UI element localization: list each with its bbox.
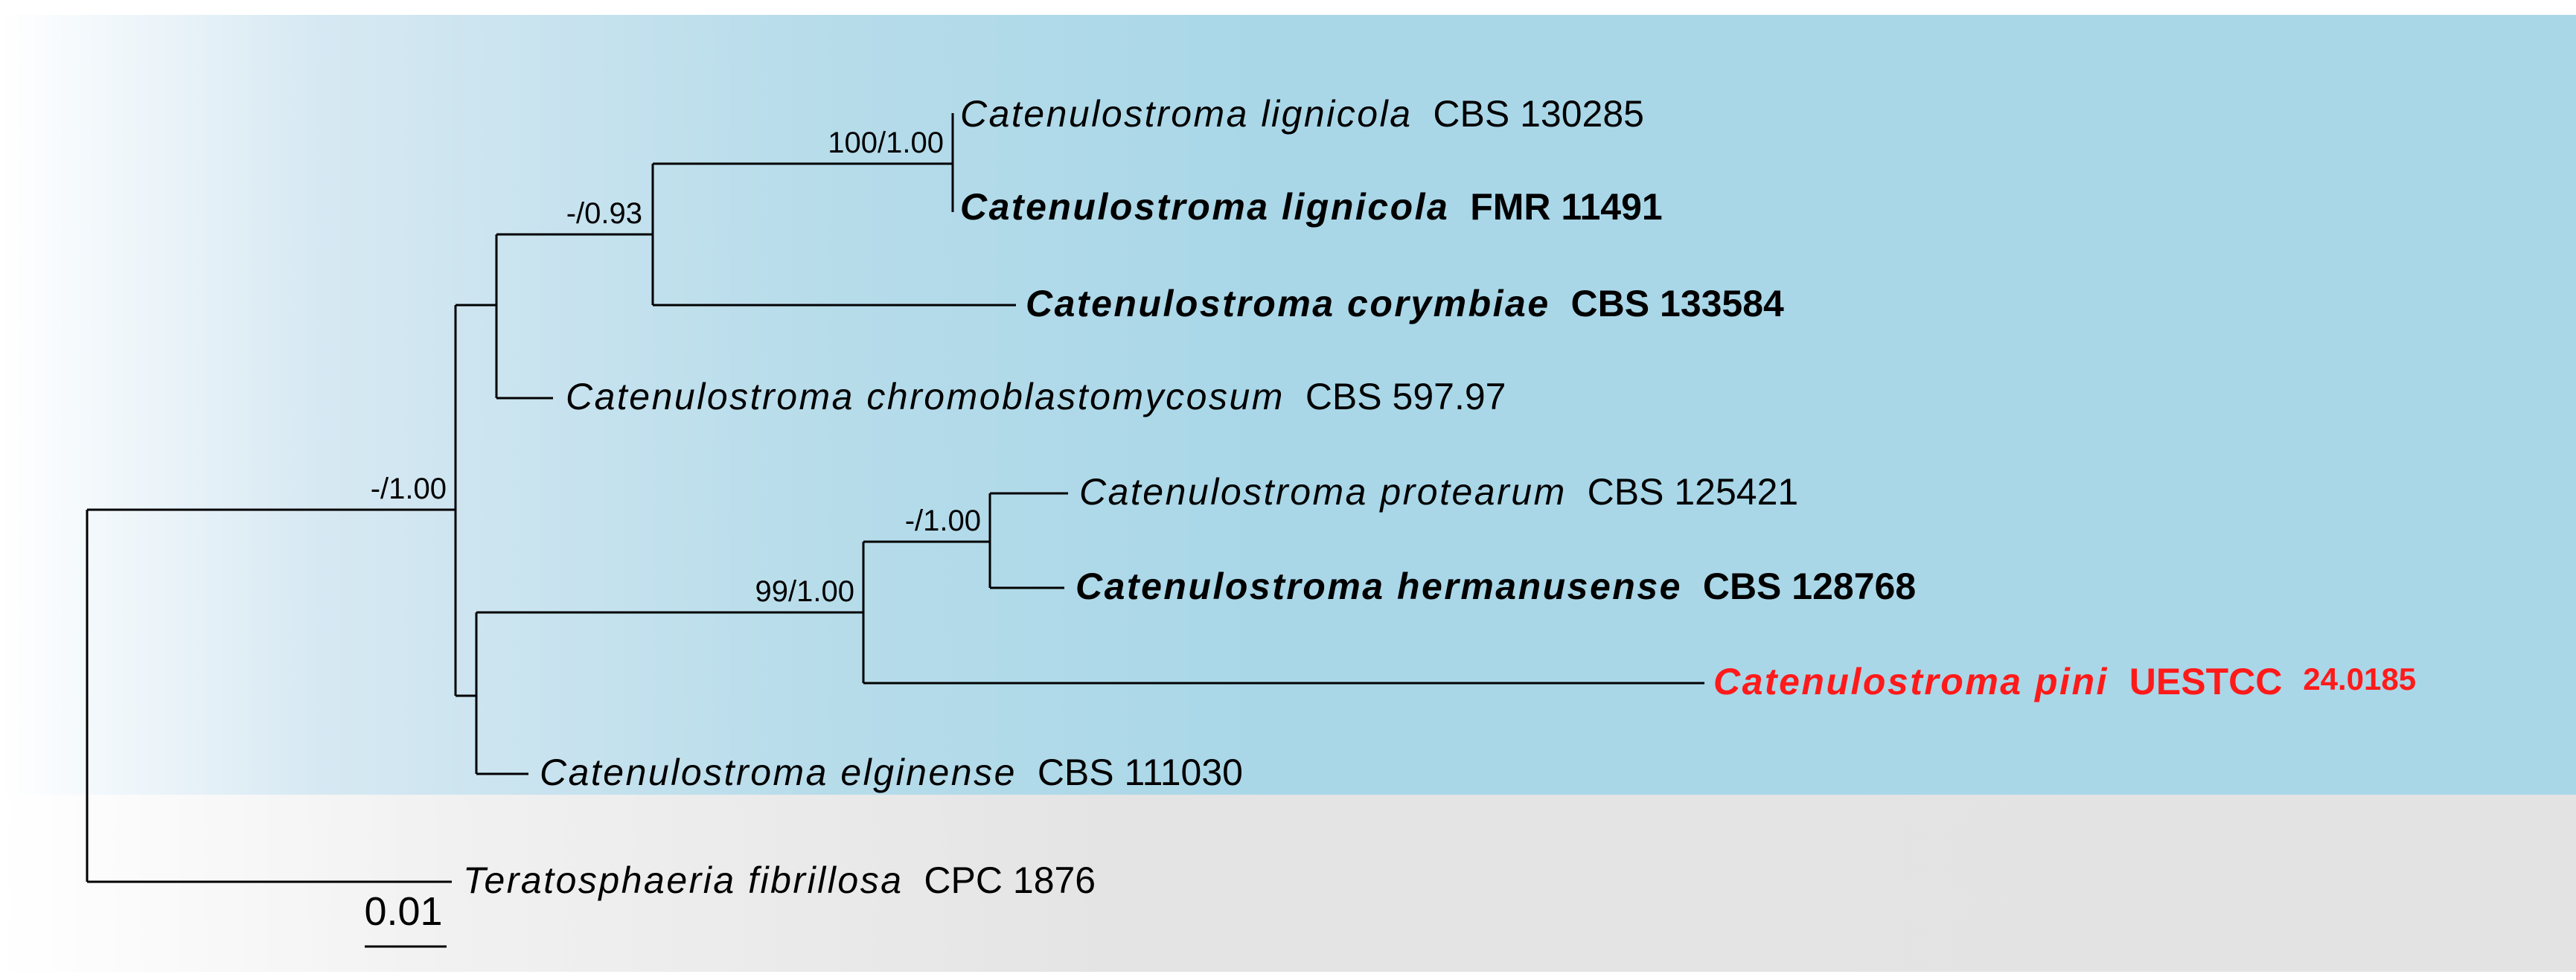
support-protearum-hermanusense: -/1.00	[905, 505, 981, 537]
outgroup-background	[0, 795, 2576, 972]
taxon-species-name: Catenulostroma elginense	[540, 752, 1017, 793]
taxon-label-chromoblastomycosum: Catenulostroma chromoblastomycosum CBS 5…	[566, 376, 1506, 417]
taxon-species-name: Catenulostroma chromoblastomycosum	[566, 376, 1285, 417]
taxon-label-hermanusense: Catenulostroma hermanusense CBS 128768	[1076, 566, 1916, 607]
taxon-strain: CBS 130285	[1433, 93, 1644, 135]
taxon-strain: CBS 128768	[1703, 566, 1916, 607]
taxon-species-name: Catenulostroma hermanusense	[1076, 566, 1682, 607]
taxon-label-lignicola-cbs: Catenulostroma lignicola CBS 130285	[960, 93, 1644, 135]
scale-bar-label: 0.01	[364, 889, 442, 934]
taxon-label-pini: Catenulostroma pini UESTCC 24.0185	[1713, 661, 2416, 702]
taxon-strain: CBS 597.97	[1305, 376, 1506, 417]
taxon-species-name: Catenulostroma lignicola	[960, 186, 1449, 228]
taxon-strain: FMR 11491	[1470, 186, 1662, 228]
taxon-label-corymbiae: Catenulostroma corymbiae CBS 133584	[1026, 283, 1784, 324]
taxon-strain: UESTCC	[2129, 661, 2283, 702]
taxon-strain: CBS 111030	[1038, 752, 1243, 793]
taxon-label-elginense: Catenulostroma elginense CBS 111030	[540, 752, 1243, 793]
ingroup-background	[0, 15, 2576, 795]
support-lignicola-clade: 100/1.00	[828, 126, 944, 159]
support-ingroup: -/1.00	[371, 473, 447, 505]
taxon-label-lignicola-fmr: Catenulostroma lignicola FMR 11491	[960, 186, 1663, 228]
taxon-strain: CBS 125421	[1588, 471, 1799, 513]
support-lignicola-corymbiae: -/0.93	[566, 197, 642, 230]
taxon-strain: CPC 1876	[924, 859, 1096, 901]
taxon-species-name: Catenulostroma protearum	[1079, 471, 1567, 513]
taxon-species-name: Catenulostroma lignicola	[960, 93, 1413, 135]
taxon-species-name: Catenulostroma pini	[1713, 661, 2109, 702]
taxon-species-name: Teratosphaeria fibrillosa	[463, 859, 904, 901]
taxon-strain: CBS 133584	[1571, 283, 1784, 324]
taxon-species-name: Catenulostroma corymbiae	[1026, 283, 1550, 324]
taxon-label-protearum: Catenulostroma protearum CBS 125421	[1079, 471, 1798, 513]
taxon-strain-number: 24.0185	[2303, 662, 2416, 696]
support-protearum-pini: 99/1.00	[755, 575, 854, 608]
taxon-label-teratosphaeria: Teratosphaeria fibrillosa CPC 1876	[463, 859, 1096, 901]
